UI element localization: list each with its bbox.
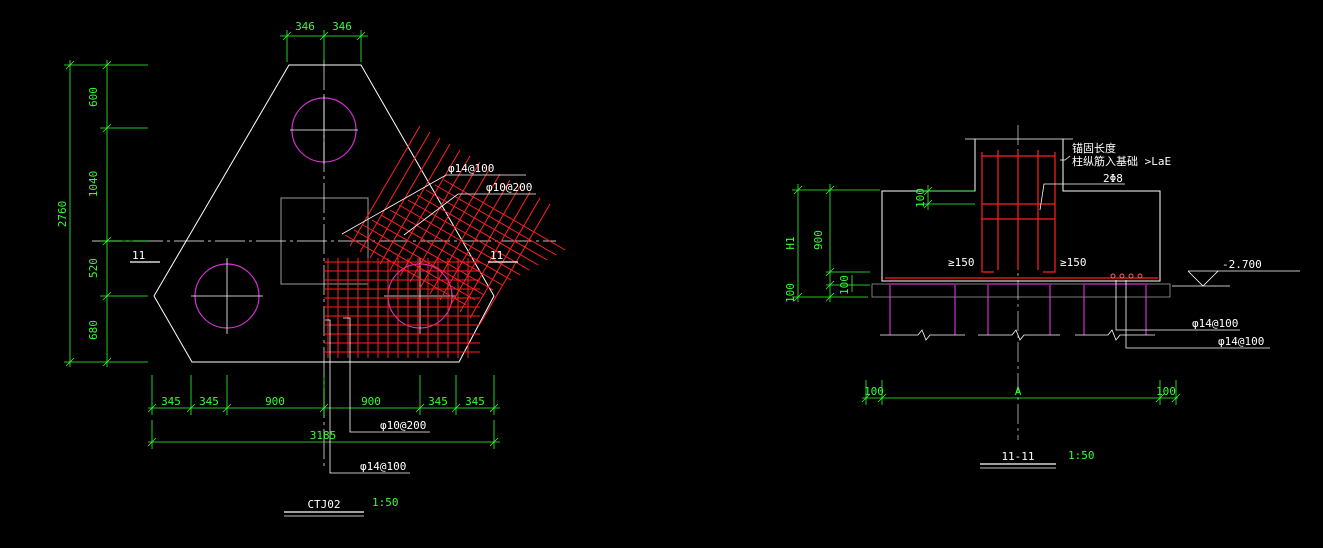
note-leader [1060, 155, 1071, 161]
rebar-line [479, 203, 551, 325]
pile-bottom-right [384, 258, 456, 334]
rebar-label-1: φ14@100 [448, 162, 494, 175]
section-piles [888, 283, 1148, 335]
dim-100-a: 100 [784, 283, 797, 303]
rebar-line [469, 197, 541, 319]
pile-top [290, 96, 358, 164]
rebar-line [389, 149, 461, 271]
footing-outline [153, 64, 495, 363]
pile-break-marks [880, 329, 1155, 341]
elevation-value: -2.700 [1222, 258, 1262, 271]
rebar-line [425, 189, 548, 261]
dim-100-c: 100 [914, 188, 927, 208]
rebar-line [398, 204, 521, 276]
bottom-dim-right: 100 [1156, 385, 1176, 398]
cushion-layer [871, 283, 1171, 298]
rebar-line [409, 161, 481, 283]
dim-900: 900 [812, 230, 825, 250]
plan-dimensions [64, 30, 500, 449]
note-line-2: 柱纵筋入基础 >LaE [1072, 154, 1171, 168]
rebar-line [349, 125, 421, 247]
bottom-dim-6: 345 [465, 395, 485, 408]
rebar-line [459, 191, 531, 313]
rebar-line [449, 185, 521, 307]
bottom-total-dim: 3185 [310, 429, 337, 442]
rebar-line [359, 131, 431, 253]
plan-view: 346 346 2760 600 1040 520 680 345 345 90… [56, 20, 566, 517]
rebar-mesh [324, 125, 566, 358]
bottom-rebar-dots [1110, 273, 1143, 279]
plan-title: CTJ02 [307, 498, 340, 511]
rebar-line [371, 219, 494, 291]
bottom-dim-1: 345 [161, 395, 181, 408]
bottom-dim-4: 900 [361, 395, 381, 408]
elevation-symbol [1172, 270, 1300, 287]
section-rebar-label-1: φ14@100 [1192, 317, 1238, 330]
rebar-line [389, 209, 512, 281]
left-dim-1040: 1040 [87, 171, 100, 198]
bottom-dim-5: 345 [428, 395, 448, 408]
section-mark-right: 11 [490, 249, 503, 262]
rebar-line [399, 155, 471, 277]
rebar-line [439, 179, 511, 301]
pile-bottom-left [191, 258, 263, 334]
stirrup-leader [1039, 183, 1125, 211]
left-dim-600: 600 [87, 87, 100, 107]
rebar-line [434, 184, 557, 256]
left-dim-680: 680 [87, 320, 100, 340]
section-leaders [1115, 280, 1270, 349]
rebar-line [416, 194, 539, 266]
rebar-line [407, 199, 530, 271]
section-title: 11-11 [1001, 450, 1034, 463]
section-scale: 1:50 [1068, 449, 1095, 462]
stirrup-label: 2Φ8 [1103, 172, 1123, 185]
anchor-left: ≥150 [948, 256, 975, 269]
rebar-label-2: φ10@200 [486, 181, 532, 194]
dim-H1: H1 [784, 236, 797, 249]
plan-leaders [325, 174, 536, 474]
rebar-line [419, 167, 491, 289]
note-line-1: 锚固长度 [1072, 141, 1116, 155]
left-dim-520: 520 [87, 258, 100, 278]
rebar-line [443, 179, 566, 251]
left-total-dim: 2760 [56, 201, 69, 228]
rebar-label-3: φ10@200 [380, 419, 426, 432]
section-dimensions [792, 184, 1181, 405]
rebar-line [362, 224, 485, 296]
top-dim-1: 346 [295, 20, 315, 33]
top-dim-2: 346 [332, 20, 352, 33]
rebar-line [353, 229, 476, 301]
anchor-right: ≥150 [1060, 256, 1087, 269]
bottom-dim-left: 100 [864, 385, 884, 398]
rebar-line [344, 234, 467, 306]
plan-scale: 1:50 [372, 496, 399, 509]
section-mark-left: 11 [132, 249, 145, 262]
column-rebar [885, 150, 1158, 279]
rebar-label-4: φ14@100 [360, 460, 406, 473]
section-view: 锚固长度 柱纵筋入基础 >LaE 2Φ8 ≥150 ≥150 -2.700 φ1… [784, 125, 1300, 469]
bottom-dim-2: 345 [199, 395, 219, 408]
section-rebar-label-2: φ14@100 [1218, 335, 1264, 348]
rebar-line [379, 143, 451, 265]
bottom-dim-3: 900 [265, 395, 285, 408]
bottom-dim-A: A [1015, 385, 1022, 398]
dim-100-b: 100 [838, 275, 851, 295]
